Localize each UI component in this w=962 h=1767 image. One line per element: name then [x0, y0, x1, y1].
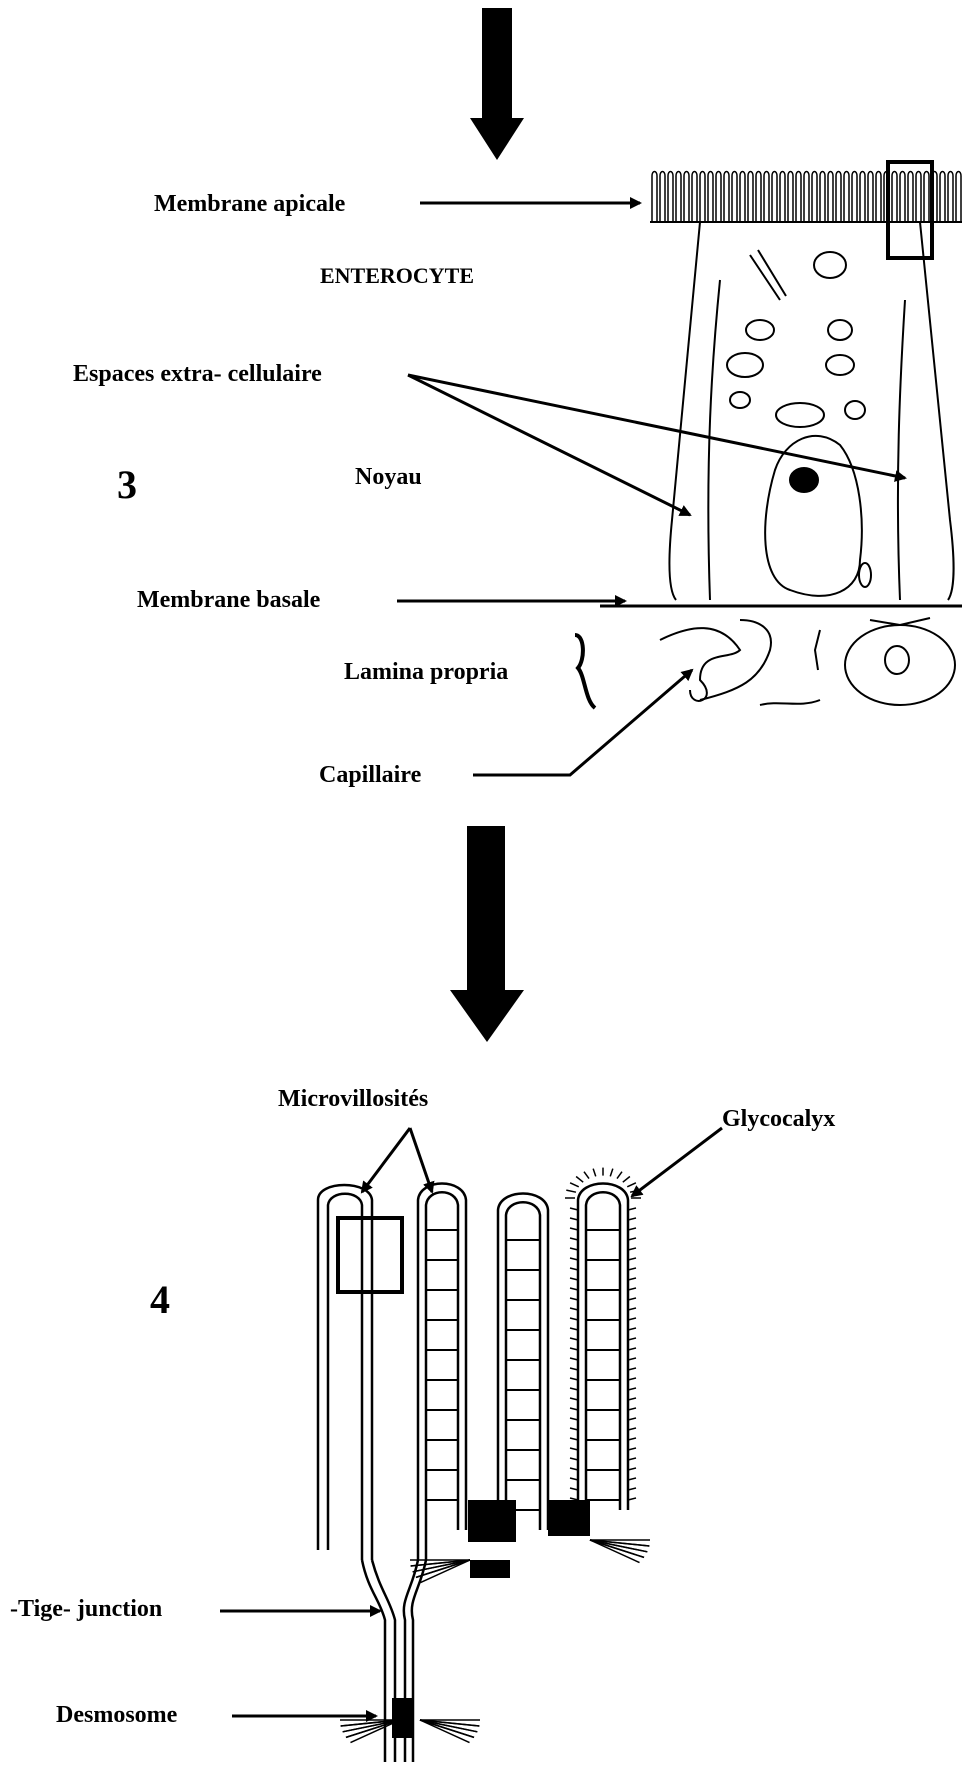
- membrane-apicale-label: Membrane apicale: [154, 192, 345, 216]
- capillaire-label: Capillaire: [319, 763, 421, 787]
- microvilli-drawing: [318, 1168, 650, 1762]
- tige-junction-label: -Tige- junction: [10, 1597, 162, 1621]
- noyau-label: Noyau: [355, 465, 422, 489]
- desmosome-label: Desmosome: [56, 1703, 177, 1727]
- lamina-propria-label: Lamina propria: [344, 660, 508, 684]
- top-down-arrow: [470, 8, 524, 160]
- panel3-number: 3: [117, 465, 137, 505]
- enterocyte-drawing: [600, 162, 962, 705]
- microvillosites-label: Microvillosités: [278, 1087, 428, 1111]
- panel3-pointers: [397, 203, 905, 775]
- membrane-basale-label: Membrane basale: [137, 588, 320, 612]
- glycocalyx-label: Glycocalyx: [722, 1107, 835, 1131]
- brush-border: [652, 172, 961, 223]
- enterocyte-label: ENTEROCYTE: [320, 265, 474, 287]
- panel4-pointers: [220, 1128, 722, 1716]
- panel4-number: 4: [150, 1280, 170, 1320]
- espaces-extracellulaire-label: Espaces extra- cellulaire: [73, 362, 322, 386]
- middle-down-arrow: [450, 826, 524, 1042]
